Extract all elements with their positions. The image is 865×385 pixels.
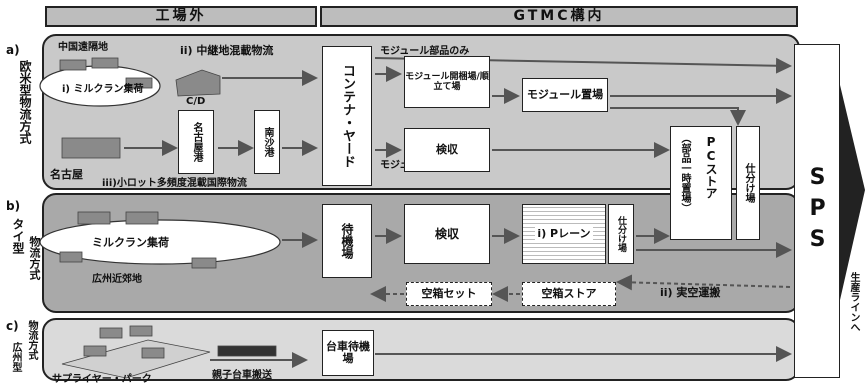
pc-store-label: PCストア xyxy=(704,135,718,199)
box-pc-store: （部品一時置場） PCストア xyxy=(670,126,732,240)
box-module-storage: モジュール置場 xyxy=(522,78,608,112)
box-sorting-area: 仕分け場 xyxy=(736,126,760,240)
label-empty-transport: ii) 実空運搬 xyxy=(660,286,721,299)
section-a-title: 欧米型物流方式 xyxy=(18,60,32,144)
section-b-title-side: 物流方式 xyxy=(28,236,41,280)
section-c-tag: c) xyxy=(6,319,19,333)
box-nagoya-port: 名古屋港 xyxy=(178,110,214,174)
label-relay-logistics: ii) 中継地混載物流 xyxy=(180,44,274,57)
pc-store-sub: （部品一時置場） xyxy=(679,133,690,213)
section-b-tag: b) xyxy=(6,199,21,213)
label-china-remote: 中国遠隔地 xyxy=(58,42,108,53)
box-sps: SPS xyxy=(794,44,840,378)
header-outside: 工場外 xyxy=(45,6,317,27)
label-milk-run-b: ミルクラン集荷 xyxy=(92,236,169,249)
p-lane-label: i) Pレーン xyxy=(535,227,593,241)
label-cd: C/D xyxy=(186,96,206,107)
box-p-lane: i) Pレーン xyxy=(522,204,606,264)
label-nagoya: 名古屋 xyxy=(50,168,83,181)
box-inspection-b: 検収 xyxy=(404,204,490,264)
box-waiting-area: 待機場 xyxy=(322,204,372,278)
label-supplier-park: サプライヤー・パーク xyxy=(52,374,152,385)
section-b-title-top: タイ型 xyxy=(11,218,25,254)
label-module-only: モジュール部品のみ xyxy=(380,46,470,57)
box-container-yard: コンテナ・ヤード xyxy=(322,46,372,186)
label-guangzhou-area: 広州近郊地 xyxy=(92,274,142,285)
box-sorting-b: 仕分け場 xyxy=(608,204,634,264)
label-to-production-line: 生産ラインへ xyxy=(848,272,859,332)
box-empty-box-set: 空箱セット xyxy=(406,282,492,306)
label-milk-run-a: i) ミルクラン集荷 xyxy=(62,84,144,95)
box-cart-waiting: 台車待機場 xyxy=(322,330,374,376)
section-c-title-bottom: 広州型 xyxy=(10,342,21,372)
label-small-lot-intl: iii)小ロット多頻度混載国際物流 xyxy=(102,178,247,189)
box-module-unpack: モジュール開梱場/順立て場 xyxy=(404,56,490,108)
label-cart-transport: 親子台車搬送 xyxy=(212,370,272,381)
section-c-band xyxy=(42,318,800,381)
box-inspection-a: 検収 xyxy=(404,128,490,172)
box-empty-box-store: 空箱ストア xyxy=(522,282,616,306)
box-nansha-port: 南沙港 xyxy=(254,110,280,174)
section-a-tag: a) xyxy=(6,43,20,57)
section-c-title-side: 物流方式 xyxy=(26,320,37,360)
header-gtmc-inside: GTMC構内 xyxy=(320,6,798,27)
